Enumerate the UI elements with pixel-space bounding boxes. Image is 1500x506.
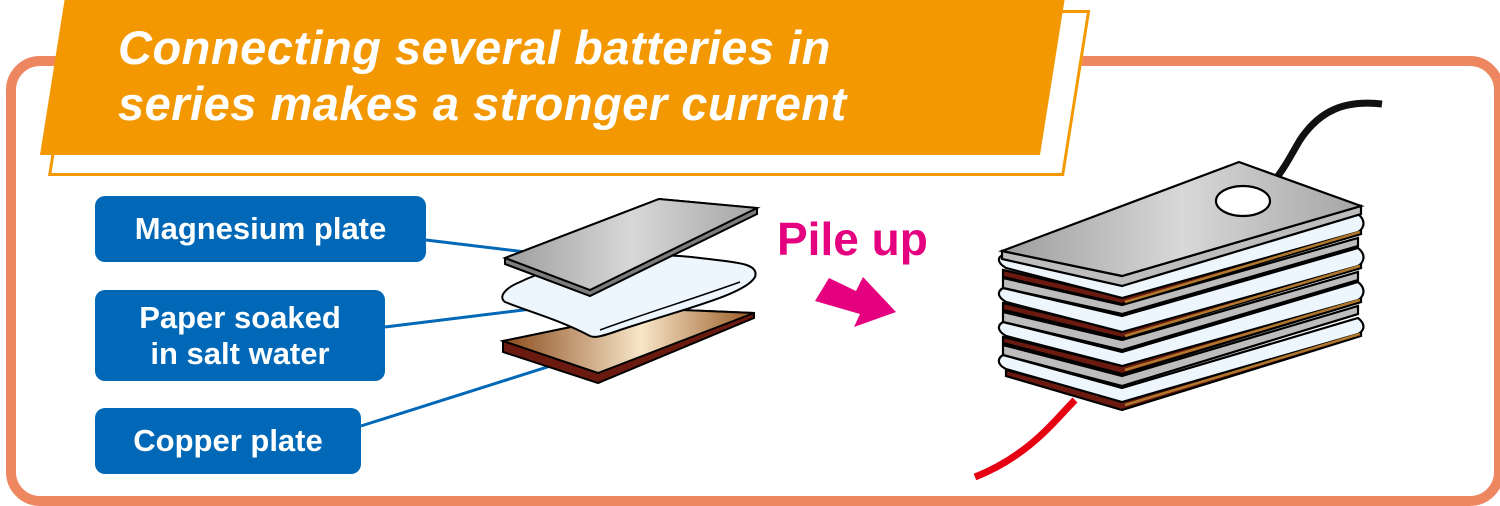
label-copper-plate: Copper plate [95,408,361,474]
magnesium-plate [502,197,761,298]
leader-line-copper [360,354,583,428]
wire-contact [1214,184,1272,218]
label-paper: Paper soaked in salt water [95,290,385,381]
battery-stack [997,160,1365,412]
leader-line-paper [384,306,541,329]
title: Connecting several batteries in series m… [118,20,1018,132]
copper-edges [1124,230,1361,407]
title-line-2: series makes a stronger current [118,77,847,130]
label-paper-line-1: Paper soaked [139,299,341,335]
positive-wire [973,397,1078,481]
label-paper-line-2: in salt water [150,335,330,371]
label-magnesium-plate: Magnesium plate [95,196,426,262]
arrow-down-right-icon [815,277,896,327]
label-magnesium-text: Magnesium plate [134,211,387,246]
title-line-1: Connecting several batteries in [118,21,831,74]
label-copper-text: Copper plate [133,423,323,458]
pile-up-text: Pile up [777,213,928,265]
